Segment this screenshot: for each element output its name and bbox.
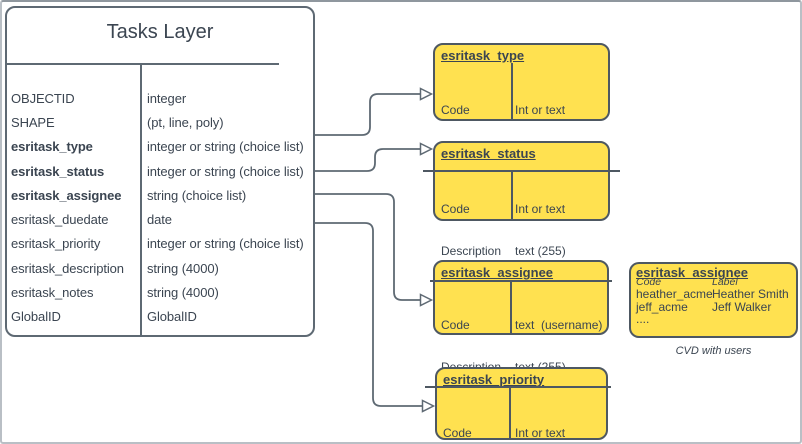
connector-esritask-priority xyxy=(313,222,422,407)
connector-esritask-assignee xyxy=(313,193,420,301)
cvd-row: heather_acme Heather Smith xyxy=(636,287,794,302)
arrowhead-icon xyxy=(421,399,436,413)
domain-header-divider xyxy=(423,170,620,172)
domain-field: Code xyxy=(441,318,470,332)
arrowhead-icon xyxy=(419,293,434,307)
domain-type: text (username) xyxy=(515,318,603,332)
table-row: OBJECTID integer xyxy=(11,86,311,110)
cvd-code: jeff_acme xyxy=(636,299,688,314)
domain-field: Description xyxy=(441,244,502,258)
field-name: esritask_notes xyxy=(11,285,94,301)
domain-box-esritask-priority: esritask_priority Code Description Int o… xyxy=(425,367,611,440)
field-type: date xyxy=(147,212,172,228)
field-name: SHAPE xyxy=(11,114,55,130)
cvd-column-code: Code xyxy=(636,276,662,288)
table-rows: OBJECTID integer SHAPE (pt, line, poly) … xyxy=(11,86,311,329)
domain-box-esritask-type: esritask_type Code Description Int or te… xyxy=(433,43,610,159)
domain-type: Int or text xyxy=(515,202,566,216)
cvd-label: Heather Smith xyxy=(712,287,789,302)
cvd-column-headers: Code Label xyxy=(636,276,794,288)
cvd-body: Code Label heather_acme Heather Smith je… xyxy=(636,276,794,326)
field-name: esritask_priority xyxy=(11,236,101,252)
table-row: esritask_status integer or string (choic… xyxy=(11,159,311,183)
field-name: OBJECTID xyxy=(11,90,75,106)
tasks-layer-table: Tasks Layer OBJECTID integer SHAPE (pt, … xyxy=(5,6,315,337)
cvd-label: Jeff Walker xyxy=(712,299,772,314)
domain-title: esritask_priority xyxy=(443,372,545,387)
domain-field: Code xyxy=(441,103,470,117)
table-header-divider xyxy=(7,63,279,65)
domain-header-divider xyxy=(425,386,611,388)
cvd-column-label: Label xyxy=(712,276,738,288)
arrowhead-icon xyxy=(419,87,434,101)
table-title: Tasks Layer xyxy=(106,21,214,43)
connector-esritask-status xyxy=(313,148,420,172)
table-row: esritask_description string (4000) xyxy=(11,256,311,280)
domain-column-divider xyxy=(509,388,511,438)
field-name: esritask_type xyxy=(11,139,93,155)
domain-box-esritask-assignee: esritask_assignee Code Description text … xyxy=(430,260,612,374)
table-row: esritask_duedate date xyxy=(11,207,311,231)
field-type: integer or string (choice list) xyxy=(147,163,304,179)
domain-type: Int or text xyxy=(515,103,566,117)
field-name: esritask_status xyxy=(11,163,105,179)
cvd-code: heather_acme xyxy=(636,287,713,302)
field-type: (pt, line, poly) xyxy=(147,114,224,130)
table-row: esritask_priority integer or string (cho… xyxy=(11,232,311,256)
field-type: string (4000) xyxy=(147,285,219,301)
domain-title: esritask_type xyxy=(441,48,525,63)
cvd-title: esritask_assignee xyxy=(636,265,749,280)
table-row: GlobalID GlobalID xyxy=(11,305,311,329)
domain-box-esritask-status: esritask_status Code Description Int or … xyxy=(423,141,620,258)
field-type: GlobalID xyxy=(147,309,197,325)
field-type: string (4000) xyxy=(147,260,219,276)
field-name: esritask_description xyxy=(11,260,124,276)
cvd-row: .... xyxy=(636,312,794,327)
cvd-box-esritask-assignee: esritask_assignee Code Label heather_acm… xyxy=(629,262,798,338)
field-name: esritask_duedate xyxy=(11,212,109,228)
domain-fields: Code Description xyxy=(441,174,501,286)
arrowhead-icon xyxy=(419,142,434,156)
connector-esritask-type xyxy=(313,93,420,136)
table-row: esritask_type integer or string (choice … xyxy=(11,135,311,159)
field-name: esritask_assignee xyxy=(11,187,122,203)
table-row: esritask_notes string (4000) xyxy=(11,280,311,304)
field-type: integer xyxy=(147,90,187,106)
domain-column-divider xyxy=(511,172,513,219)
cvd-code: .... xyxy=(636,312,650,327)
domain-header-divider xyxy=(430,280,612,282)
domain-types: Int or text text (255) xyxy=(515,174,566,286)
table-row: SHAPE (pt, line, poly) xyxy=(11,110,311,134)
domain-column-divider xyxy=(511,63,513,119)
domain-title: esritask_status xyxy=(441,146,536,161)
domain-field: Code xyxy=(443,426,472,440)
table-row: esritask_assignee string (choice list) xyxy=(11,183,311,207)
domain-type: text (255) xyxy=(515,244,566,258)
domain-title: esritask_assignee xyxy=(441,265,554,280)
domain-type: Int or text xyxy=(515,426,566,440)
domain-types: Int or text text (255) xyxy=(515,398,566,442)
field-type: integer or string (choice list) xyxy=(147,139,304,155)
domain-fields: Code Description xyxy=(443,398,503,442)
domain-column-divider xyxy=(510,282,512,333)
cvd-caption: CVD with users xyxy=(675,345,752,357)
cvd-row: jeff_acme Jeff Walker xyxy=(636,299,794,314)
field-type: string (choice list) xyxy=(147,187,247,203)
table-column-divider xyxy=(140,63,142,335)
field-type: integer or string (choice list) xyxy=(147,236,304,252)
field-name: GlobalID xyxy=(11,309,61,325)
domain-field: Code xyxy=(441,202,470,216)
